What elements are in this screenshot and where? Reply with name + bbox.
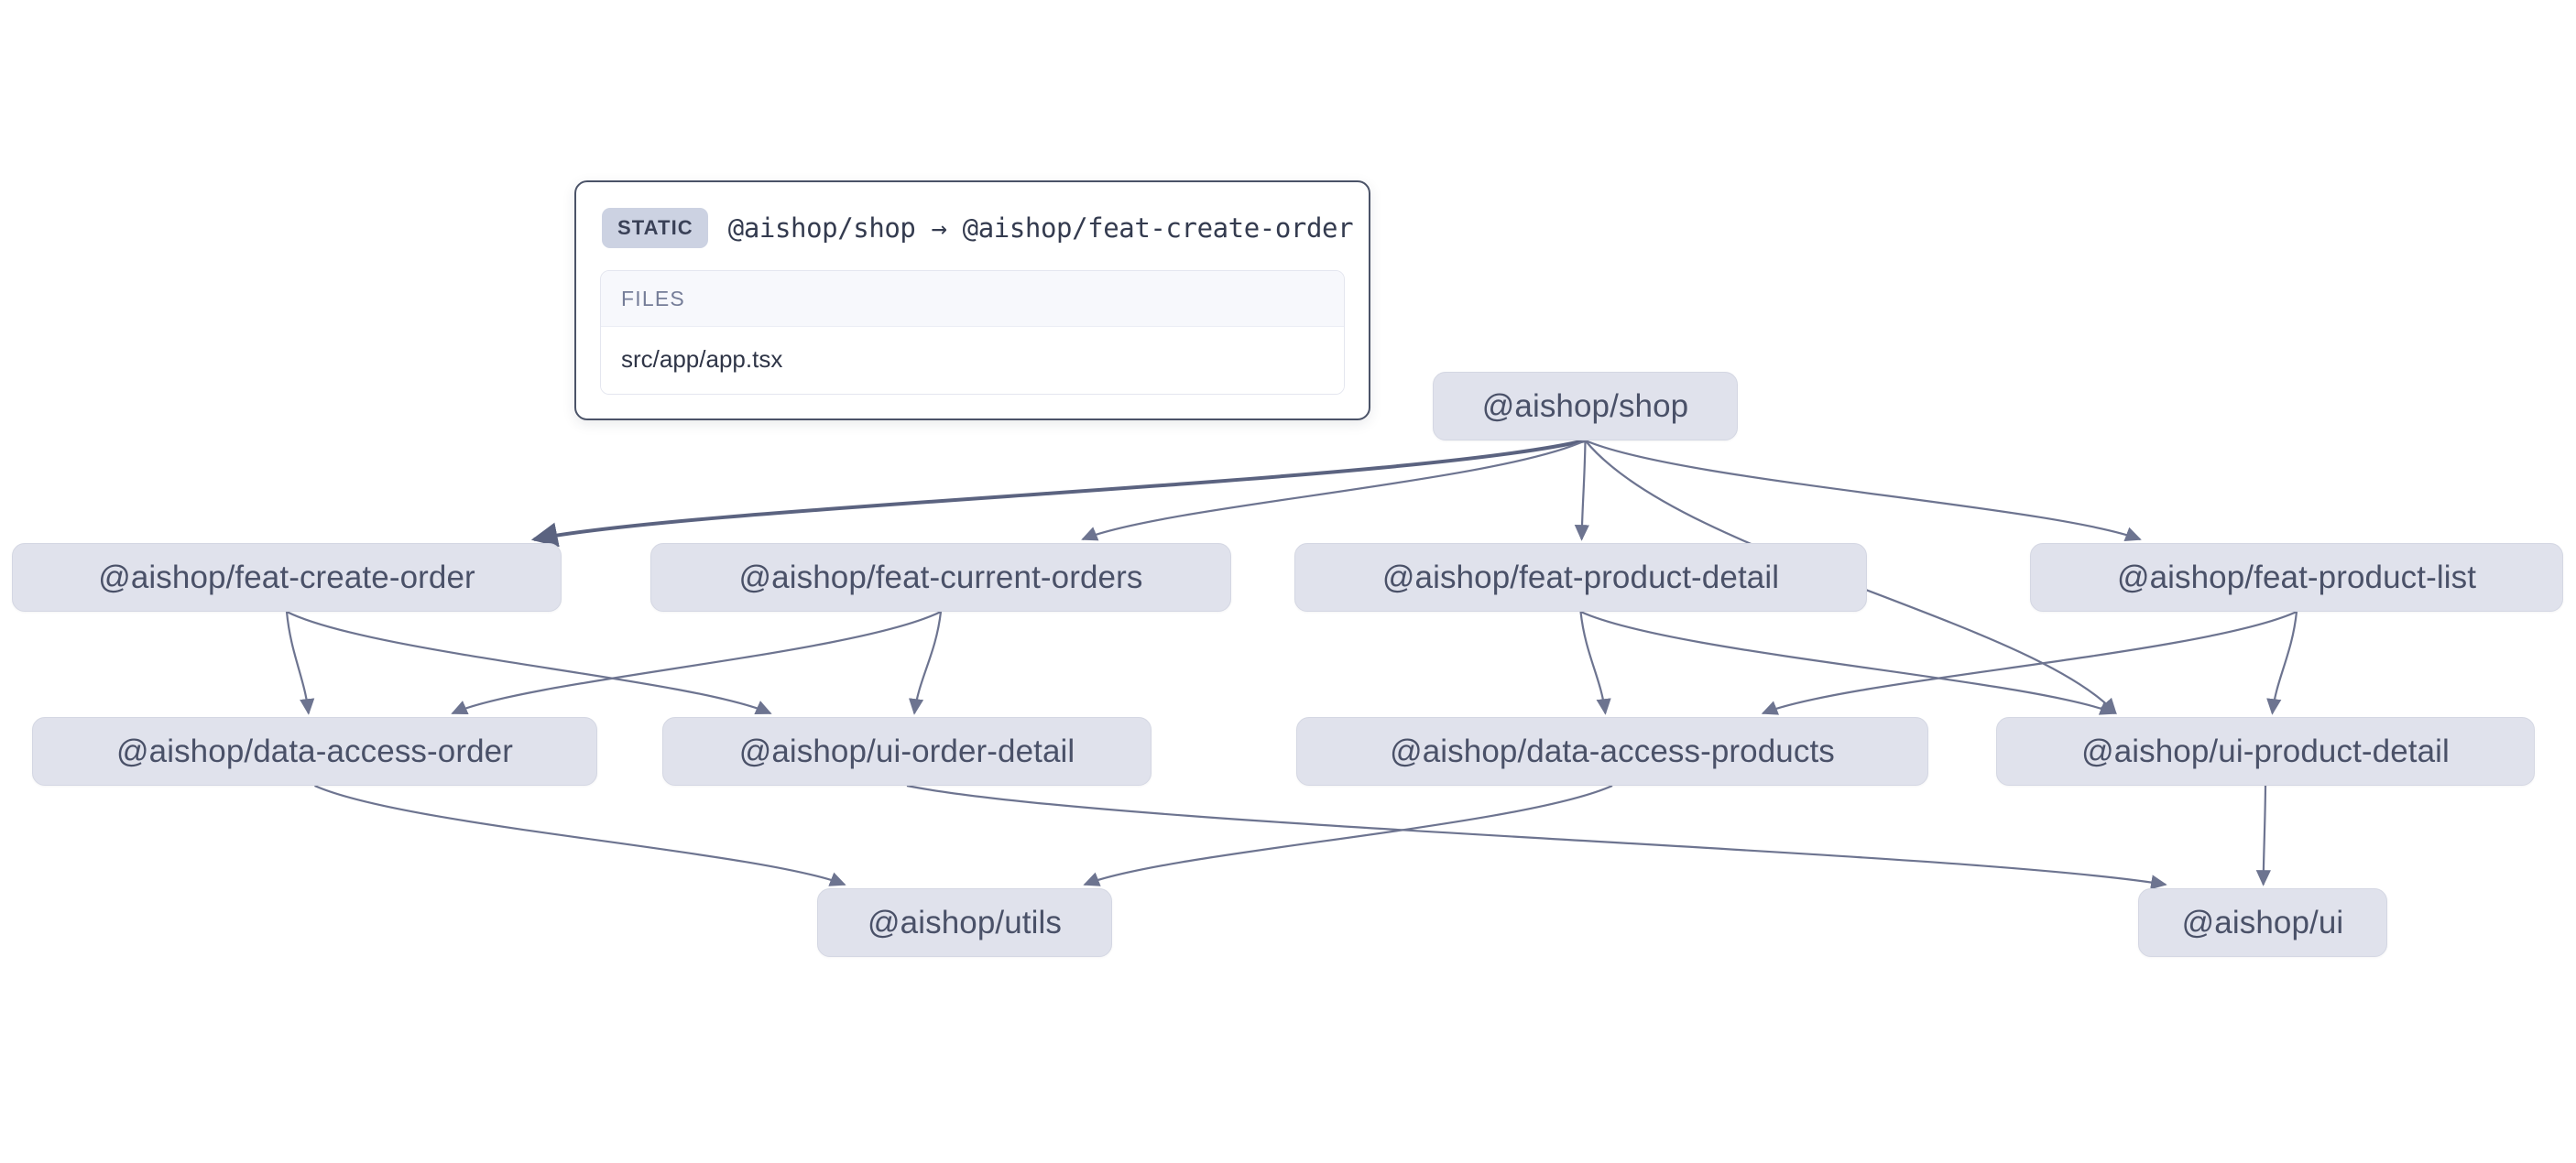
graph-node-label: @aishop/feat-current-orders [738, 560, 1143, 595]
graph-node-utils[interactable]: @aishop/utils [817, 888, 1112, 957]
graph-node-feat-product-detail[interactable]: @aishop/feat-product-detail [1294, 543, 1867, 612]
graph-node-feat-product-list[interactable]: @aishop/feat-product-list [2030, 543, 2563, 612]
edge-detail-tooltip[interactable]: STATIC @aishop/shop → @aishop/feat-creat… [574, 180, 1370, 420]
graph-node-feat-create-order[interactable]: @aishop/feat-create-order [12, 543, 562, 612]
graph-node-ui-product-detail[interactable]: @aishop/ui-product-detail [1996, 717, 2535, 786]
graph-node-label: @aishop/data-access-order [116, 734, 513, 769]
graph-edge-data-access-order-to-utils[interactable] [314, 784, 846, 886]
graph-edge-shop-to-feat-product-list[interactable] [1585, 439, 2142, 542]
graph-edge-data-access-products-to-utils[interactable] [1083, 784, 1613, 886]
file-list-item[interactable]: src/app/app.tsx [601, 327, 1344, 394]
graph-edge-feat-current-orders-to-data-access-order[interactable] [451, 611, 942, 715]
graph-edge-shop-to-feat-current-orders[interactable] [1081, 440, 1586, 541]
graph-edge-feat-create-order-to-data-access-order[interactable] [285, 611, 315, 715]
graph-edge-feat-create-order-to-ui-order-detail[interactable] [286, 611, 772, 715]
graph-node-shop[interactable]: @aishop/shop [1433, 372, 1738, 440]
graph-node-data-access-products[interactable]: @aishop/data-access-products [1296, 717, 1928, 786]
graph-edge-shop-to-feat-product-detail[interactable] [1574, 440, 1590, 541]
graph-edge-ui-order-detail-to-ui[interactable] [906, 784, 2167, 890]
tooltip-files-panel: FILES src/app/app.tsx [600, 270, 1345, 395]
graph-edge-feat-product-detail-to-data-access-products[interactable] [1579, 611, 1611, 715]
static-badge: STATIC [602, 208, 708, 248]
graph-edge-feat-product-detail-to-ui-product-detail[interactable] [1580, 610, 2117, 715]
graph-node-label: @aishop/shop [1481, 388, 1689, 424]
graph-node-label: @aishop/feat-product-list [2116, 560, 2477, 595]
tooltip-title: @aishop/shop → @aishop/feat-create-order [727, 212, 1354, 244]
graph-node-label: @aishop/data-access-products [1390, 734, 1835, 769]
graph-node-feat-current-orders[interactable]: @aishop/feat-current-orders [650, 543, 1231, 612]
graph-edge-ui-product-detail-to-ui[interactable] [2255, 785, 2271, 886]
graph-edge-feat-product-list-to-data-access-products[interactable] [1761, 610, 2298, 715]
graph-node-label: @aishop/ui-product-detail [2081, 734, 2450, 769]
graph-edge-feat-product-list-to-ui-product-detail[interactable] [2266, 611, 2298, 715]
graph-node-ui-order-detail[interactable]: @aishop/ui-order-detail [662, 717, 1152, 786]
graph-node-data-access-order[interactable]: @aishop/data-access-order [32, 717, 597, 786]
graph-node-label: @aishop/ui [2181, 905, 2344, 940]
files-section-header: FILES [601, 271, 1344, 327]
graph-node-label: @aishop/feat-create-order [98, 560, 475, 595]
graph-node-label: @aishop/ui-order-detail [738, 734, 1075, 769]
graph-node-label: @aishop/feat-product-detail [1381, 560, 1780, 595]
graph-edge-feat-current-orders-to-ui-order-detail[interactable] [908, 611, 943, 715]
graph-node-label: @aishop/utils [868, 905, 1062, 940]
tooltip-header: STATIC @aishop/shop → @aishop/feat-creat… [600, 202, 1354, 259]
graph-edge-shop-to-feat-create-order[interactable] [530, 439, 1586, 548]
graph-node-ui[interactable]: @aishop/ui [2138, 888, 2387, 957]
